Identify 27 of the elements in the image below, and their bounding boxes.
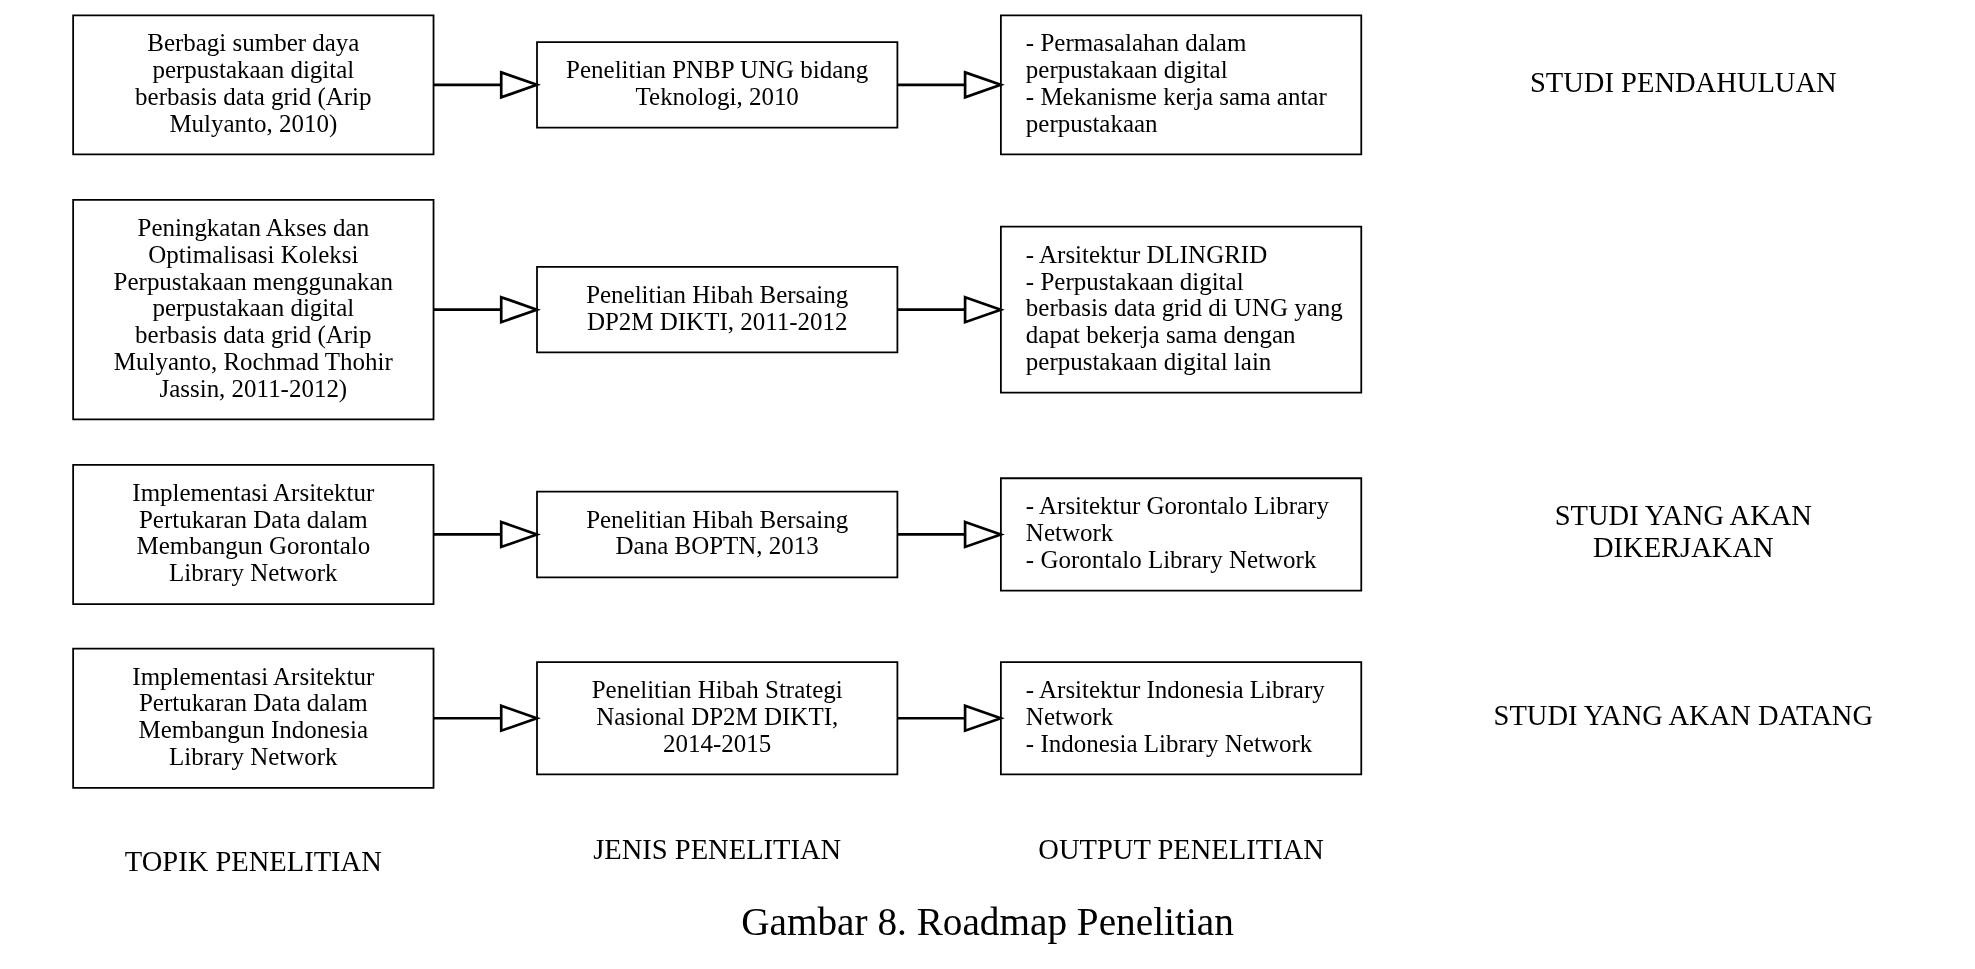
arrow	[897, 703, 1005, 733]
arrow	[897, 295, 1005, 325]
label: STUDI YANG AKAN DIKERJAKAN	[1554, 500, 1812, 564]
node-box: - Arsitektur Gorontalo Library Network - Gorontalo Library Network	[1000, 477, 1363, 592]
label: STUDI YANG AKAN DATANG	[1493, 700, 1874, 731]
arrow	[433, 703, 541, 733]
arrow	[897, 520, 1005, 549]
caption: Gambar 8. Roadmap Penelitian	[741, 900, 1234, 944]
node-box: - Arsitektur Indonesia Library Network - Indonesia Library Network	[1000, 661, 1363, 776]
label: TOPIK PENELITIAN	[124, 846, 382, 878]
node-box: Penelitian Hibah Bersaing Dana BOPTN, 2013	[536, 490, 899, 579]
label: STUDI PENDAHULUAN	[1529, 66, 1837, 98]
node-box: Implementasi Arsitektur Pertukaran Data dalam Membangun Gorontalo Library Network	[72, 464, 435, 605]
label: OUTPUT PENELITIAN	[1038, 833, 1324, 865]
arrow	[433, 520, 541, 549]
node-box: Penelitian Hibah Bersaing DP2M DIKTI, 2011-2012	[536, 265, 899, 354]
node-box: Penelitian Hibah Strategi Nasional DP2M DIKTI, 2014-2015	[536, 661, 899, 776]
arrow	[433, 295, 541, 325]
node-box: Peningkatan Akses dan Optimalisasi Koleksi Perpustakaan menggunakan perpustakaan digital berbasis data grid (Arip Mulyanto, Rochmad Thohir Jassin, 2011-2012)	[72, 199, 435, 421]
arrow	[897, 70, 1005, 100]
node-box: - Permasalahan dalam perpustakaan digital - Mekanisme kerja sama antar perpustakaan	[1000, 14, 1363, 156]
node-box: - Arsitektur DLINGRID - Perpustakaan digital berbasis data grid di UNG yang dapat bekerja sama dengan perpustakaan digital lain	[1000, 225, 1363, 394]
node-box: Penelitian PNBP UNG bidang Teknologi, 2010	[536, 41, 899, 129]
arrow	[433, 70, 541, 100]
label: JENIS PENELITIAN	[593, 833, 842, 865]
node-box: Implementasi Arsitektur Pertukaran Data dalam Membangun Indonesia Library Network	[72, 647, 435, 789]
node-box: Berbagi sumber daya perpustakaan digital berbasis data grid (Arip Mulyanto, 2010)	[72, 14, 435, 156]
